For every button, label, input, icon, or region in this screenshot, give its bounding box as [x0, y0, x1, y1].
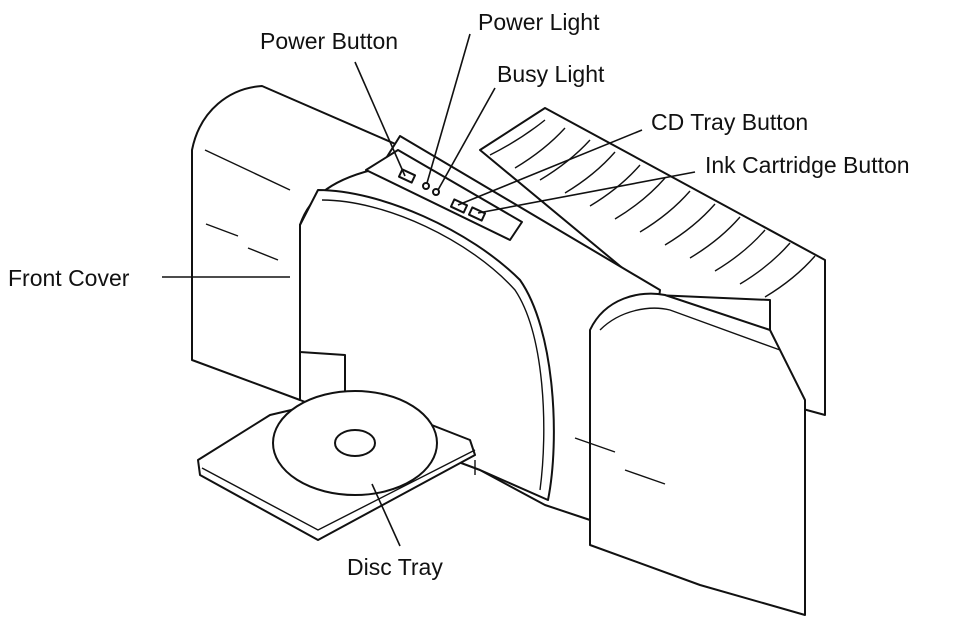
label-ink-cartridge-button: Ink Cartridge Button — [705, 152, 910, 178]
leader-power-button — [354, 61, 406, 177]
label-power-light: Power Light — [478, 9, 600, 35]
leader-cd-tray-button — [457, 129, 643, 206]
ink-cartridge-button-shape[interactable] — [467, 206, 487, 222]
leader-lines — [162, 33, 696, 547]
busy-light-shape — [432, 188, 440, 196]
disc-tray — [197, 390, 476, 541]
label-disc-tray: Disc Tray — [347, 554, 443, 580]
label-front-cover: Front Cover — [8, 265, 130, 291]
disc-hole — [334, 429, 376, 457]
leader-ink-cartridge-button — [477, 171, 696, 214]
leader-disc-tray — [371, 483, 401, 547]
power-light-shape — [422, 182, 430, 190]
label-power-button: Power Button — [260, 28, 398, 54]
leader-busy-light — [437, 87, 496, 191]
label-busy-light: Busy Light — [497, 61, 605, 87]
cd-tray-button-shape[interactable] — [449, 198, 469, 214]
leader-power-light — [426, 33, 471, 184]
right-wing — [574, 292, 806, 616]
label-cd-tray-button: CD Tray Button — [651, 109, 808, 135]
